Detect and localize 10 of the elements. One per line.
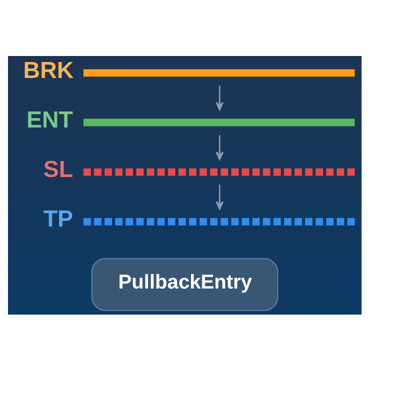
node-label: BRK (23, 56, 74, 82)
node-label: TP (43, 205, 74, 232)
arrow (216, 184, 224, 210)
node-label: ENT (26, 106, 73, 132)
arrow (216, 85, 224, 110)
node-box (83, 68, 355, 76)
node-label: SL (43, 155, 74, 182)
node-box (83, 118, 355, 126)
node-box: PullbackEntry (91, 258, 278, 311)
arrow (216, 134, 224, 160)
